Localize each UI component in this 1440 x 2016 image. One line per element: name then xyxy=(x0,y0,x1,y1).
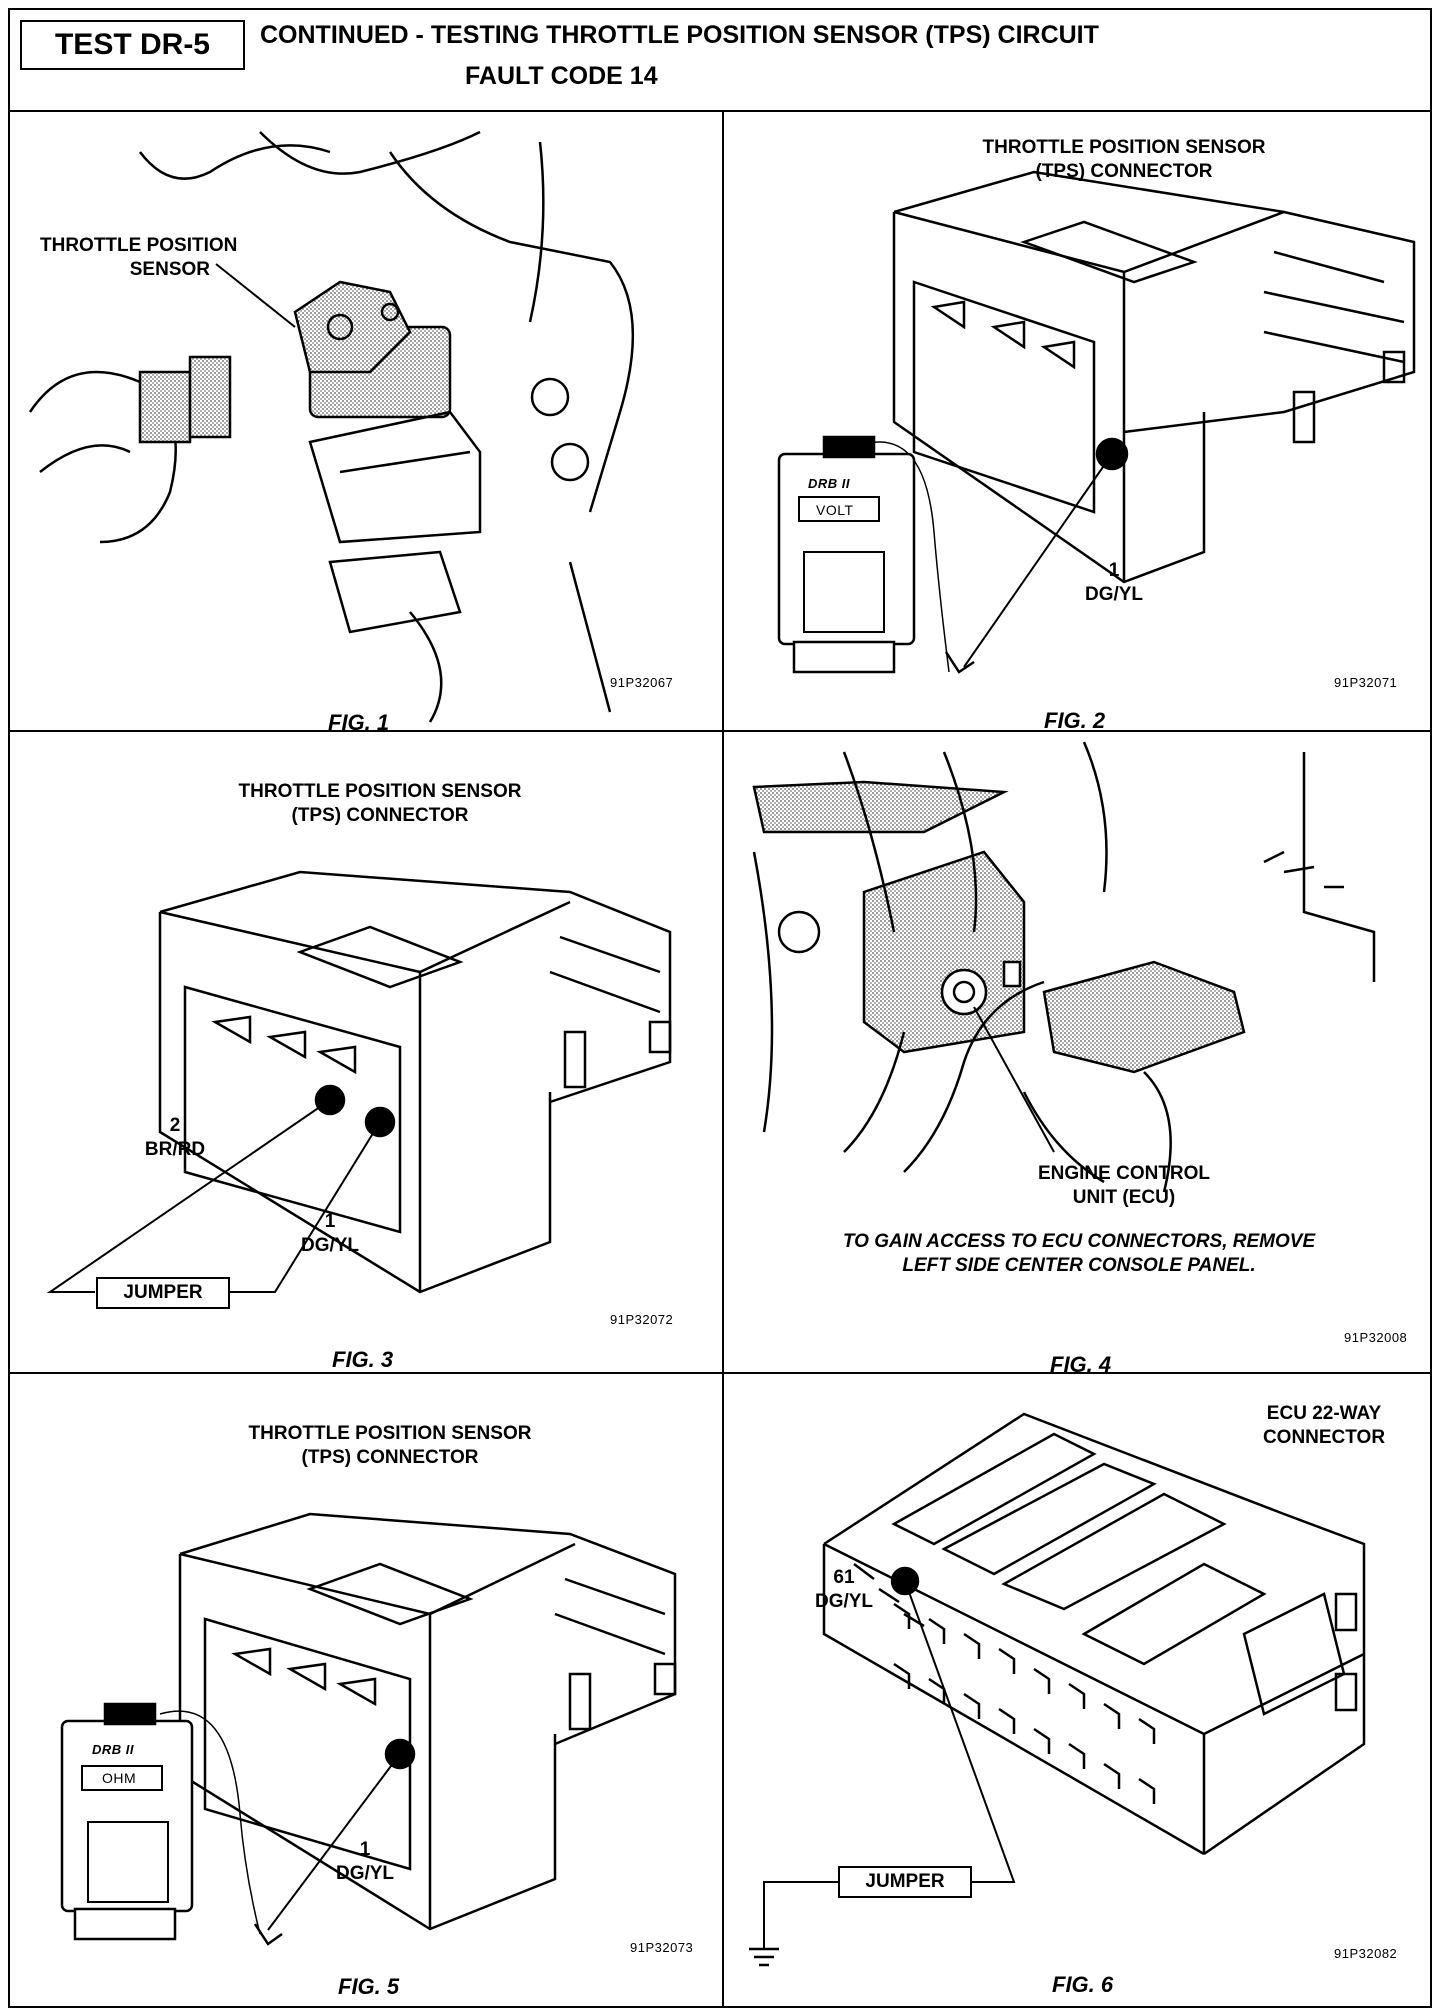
fig4-label-line1: ENGINE CONTROL xyxy=(1037,1163,1211,1184)
fig3-title-line1: THROTTLE POSITION SENSOR xyxy=(238,781,522,802)
fig2-title-line2: (TPS) CONNECTOR xyxy=(1035,161,1213,182)
fig3-code: 91P32072 xyxy=(610,1312,674,1327)
fig6-panel: ECU 22-WAY CONNECTOR 61 DG/YL JUMPER 91P… xyxy=(724,1374,1434,2008)
fig3-panel: THROTTLE POSITION SENSOR (TPS) CONNECTOR… xyxy=(10,732,722,1372)
fig6-title-line1: ECU 22-WAY xyxy=(1266,1403,1382,1424)
fig2-title-line1: THROTTLE POSITION SENSOR xyxy=(982,137,1266,158)
test-id-box: TEST DR-5 xyxy=(20,20,245,70)
fig3-pin2-number: 2 xyxy=(169,1115,181,1136)
fig2-caption: FIG. 2 xyxy=(1044,708,1106,733)
fig3-pin1-number: 1 xyxy=(324,1211,336,1232)
fig6-code: 91P32082 xyxy=(1334,1946,1398,1961)
fig4-illustration xyxy=(752,741,1376,1193)
fault-code: FAULT CODE 14 xyxy=(465,62,658,90)
grid-divider-2 xyxy=(10,1372,1430,1374)
fig5-panel: THROTTLE POSITION SENSOR (TPS) CONNECTOR… xyxy=(10,1374,722,2008)
fig3-pin2-color: BR/RD xyxy=(144,1139,206,1160)
grid-divider-vertical xyxy=(722,112,724,2008)
fig5-illustration xyxy=(60,1512,677,1946)
document-page: TEST DR-5 CONTINUED - TESTING THROTTLE P… xyxy=(8,8,1432,2008)
fig2-pin-color: DG/YL xyxy=(1084,584,1144,605)
fig3-illustration xyxy=(46,870,672,1294)
fig1-code: 91P32067 xyxy=(610,675,674,690)
fig1-label-line2: SENSOR xyxy=(129,259,210,280)
fig4-note-line1: TO GAIN ACCESS TO ECU CONNECTORS, REMOVE xyxy=(842,1231,1316,1252)
fig4-note-line2: LEFT SIDE CENTER CONSOLE PANEL. xyxy=(902,1255,1256,1276)
fig4-caption: FIG. 4 xyxy=(1050,1352,1112,1377)
fig5-caption: FIG. 5 xyxy=(338,1974,400,1999)
fig4-code: 91P32008 xyxy=(1344,1330,1408,1345)
fig4-label-line2: UNIT (ECU) xyxy=(1072,1187,1176,1208)
fig1-panel: THROTTLE POSITION SENSOR 91P32067 FIG. 1 xyxy=(10,112,722,735)
fig6-title-line2: CONNECTOR xyxy=(1262,1427,1386,1448)
fig2-meter-brand: DRB II xyxy=(808,476,850,491)
fig5-meter-brand: DRB II xyxy=(92,1742,134,1757)
fig6-jumper-box: JUMPER xyxy=(838,1866,972,1898)
page-title: CONTINUED - TESTING THROTTLE POSITION SE… xyxy=(260,21,1099,49)
fig2-pin-number: 1 xyxy=(1108,560,1120,581)
fig5-title-line2: (TPS) CONNECTOR xyxy=(301,1447,479,1468)
fig3-caption: FIG. 3 xyxy=(332,1347,394,1372)
fig5-code: 91P32073 xyxy=(630,1940,694,1955)
fig6-caption: FIG. 6 xyxy=(1052,1972,1114,1997)
fig6-pin-color: DG/YL xyxy=(814,1591,874,1612)
fig4-panel: ENGINE CONTROL UNIT (ECU) TO GAIN ACCESS… xyxy=(724,732,1434,1377)
grid-divider-1 xyxy=(10,730,1430,732)
fig1-illustration xyxy=(28,130,635,723)
fig2-illustration xyxy=(777,170,1416,674)
fig3-title-line2: (TPS) CONNECTOR xyxy=(291,805,469,826)
fig5-title-line1: THROTTLE POSITION SENSOR xyxy=(248,1423,532,1444)
fig2-panel: THROTTLE POSITION SENSOR (TPS) CONNECTOR… xyxy=(724,112,1434,733)
fig3-pin1-color: DG/YL xyxy=(300,1235,360,1256)
fig6-pin-number: 61 xyxy=(833,1567,855,1588)
fig2-code: 91P32071 xyxy=(1334,675,1398,690)
fig5-pin-color: DG/YL xyxy=(335,1863,395,1884)
fig6-illustration xyxy=(749,1412,1366,1967)
fig5-pin-number: 1 xyxy=(359,1839,371,1860)
fig2-meter-mode: VOLT xyxy=(816,502,854,518)
fig1-label-line1: THROTTLE POSITION xyxy=(40,235,238,256)
fig1-caption: FIG. 1 xyxy=(328,710,390,735)
fig5-meter-mode: OHM xyxy=(102,1770,137,1786)
fig3-jumper-box: JUMPER xyxy=(96,1277,230,1309)
header: TEST DR-5 CONTINUED - TESTING THROTTLE P… xyxy=(10,10,1430,112)
